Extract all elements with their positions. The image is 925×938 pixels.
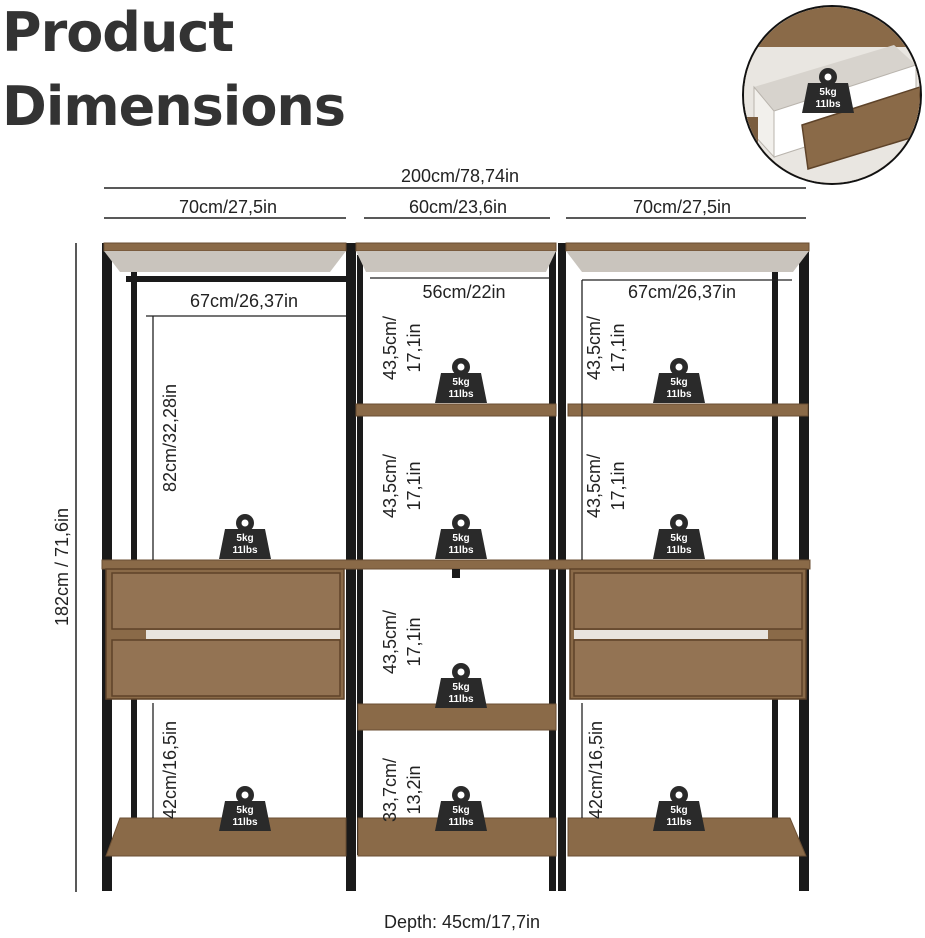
drawer-inset-drawing: 5kg 11lbs [744, 7, 920, 183]
shelf-bottom-right [567, 817, 807, 857]
weight-lbs: 11lbs [232, 817, 257, 828]
drawer-gap-left [146, 630, 340, 639]
post-a2 [357, 255, 363, 855]
gap-label-m3b: 17,1in [404, 617, 424, 666]
weight-lbs: 11lbs [666, 389, 691, 400]
right-lower-label: 42cm/16,5in [586, 721, 606, 819]
left-rail-label: 67cm/26,37in [190, 291, 298, 311]
height-label: 182cm / 71,6in [52, 508, 72, 626]
top-shelf-left [103, 242, 347, 252]
weight-icon: 5kg 11lbs [653, 786, 705, 831]
weight-kg: 5kg [819, 87, 836, 98]
drawer-right-bottom [573, 639, 803, 697]
top-shelf-right [565, 242, 810, 252]
weight-kg: 5kg [452, 533, 469, 544]
post-right-inner [772, 260, 778, 828]
weight-kg: 5kg [236, 533, 253, 544]
gap-label-r1b: 17,1in [608, 323, 628, 372]
weight-lbs: 11lbs [448, 817, 473, 828]
weight-icon: 5kg 11lbs [653, 358, 705, 403]
drawer-left-bottom [111, 639, 341, 697]
weight-kg: 5kg [670, 377, 687, 388]
right-width-label: 70cm/27,5in [633, 197, 731, 217]
weight-lbs: 11lbs [815, 99, 840, 110]
gap-label-m1b: 17,1in [404, 323, 424, 372]
weight-icon: 5kg 11lbs [219, 786, 271, 831]
gap-label-r1a: 43,5cm/ [584, 316, 604, 380]
weight-icon: 5kg 11lbs [653, 514, 705, 559]
gap-label-m4a: 33,7cm/ [380, 758, 400, 822]
weight-kg: 5kg [670, 805, 687, 816]
top-underside-left [104, 251, 346, 272]
weight-lbs: 11lbs [448, 545, 473, 556]
left-lower-label: 42cm/16,5in [160, 721, 180, 819]
title-product: Product [2, 1, 234, 64]
weight-lbs: 11lbs [666, 545, 691, 556]
weight-lbs: 11lbs [448, 694, 473, 705]
weight-icon: 5kg 11lbs [435, 663, 487, 708]
weight-kg: 5kg [452, 377, 469, 388]
drawer-inset: 5kg 11lbs [742, 5, 922, 185]
top-underside-middle [356, 251, 556, 272]
weight-badges: 5kg 11lbs 5kg 11lbs 5kg 11lbs 5kg 11lbs … [219, 358, 705, 831]
overall-width-label: 200cm/78,74in [401, 166, 519, 186]
shelf-mid-level [101, 559, 811, 570]
weight-kg: 5kg [452, 805, 469, 816]
weight-icon: 5kg 11lbs [435, 786, 487, 831]
gap-label-m2a: 43,5cm/ [380, 454, 400, 518]
post-left-inner [131, 260, 137, 828]
weight-kg: 5kg [670, 533, 687, 544]
shelf-middle-1 [355, 403, 557, 417]
weight-kg: 5kg [236, 805, 253, 816]
weight-icon: 5kg 11lbs [802, 68, 854, 113]
shelf-right-1 [567, 403, 809, 417]
top-shelf-middle [355, 242, 557, 252]
middle-rail-label: 56cm/22in [422, 282, 505, 302]
gap-label-m4b: 13,2in [404, 765, 424, 814]
gap-label-m1a: 43,5cm/ [380, 316, 400, 380]
left-hanging-label: 82cm/32,28in [160, 384, 180, 492]
drawer-right-top [573, 572, 803, 630]
gap-label-m3a: 43,5cm/ [380, 610, 400, 674]
top-underside-right [566, 251, 809, 272]
weight-kg: 5kg [452, 682, 469, 693]
weight-icon: 5kg 11lbs [435, 514, 487, 559]
weight-lbs: 11lbs [666, 817, 691, 828]
gap-label-r2b: 17,1in [608, 461, 628, 510]
drawer-gap-right [574, 630, 768, 639]
weight-icon: 5kg 11lbs [219, 514, 271, 559]
left-width-label: 70cm/27,5in [179, 197, 277, 217]
shelf-middle-3 [357, 703, 557, 731]
weight-lbs: 11lbs [232, 545, 257, 556]
shelf-bottom-left [105, 817, 347, 857]
shelf-clip [452, 569, 460, 578]
drawer-left-top [111, 572, 341, 630]
middle-width-label: 60cm/23,6in [409, 197, 507, 217]
weight-icon: 5kg 11lbs [435, 358, 487, 403]
depth-label: Depth: 45cm/17,7in [384, 912, 540, 932]
gap-label-r2a: 43,5cm/ [584, 454, 604, 518]
gap-label-m2b: 17,1in [404, 461, 424, 510]
weight-lbs: 11lbs [448, 389, 473, 400]
right-rail-label: 67cm/26,37in [628, 282, 736, 302]
title-dimensions: Dimensions [2, 75, 346, 138]
hanging-rail [126, 276, 348, 282]
